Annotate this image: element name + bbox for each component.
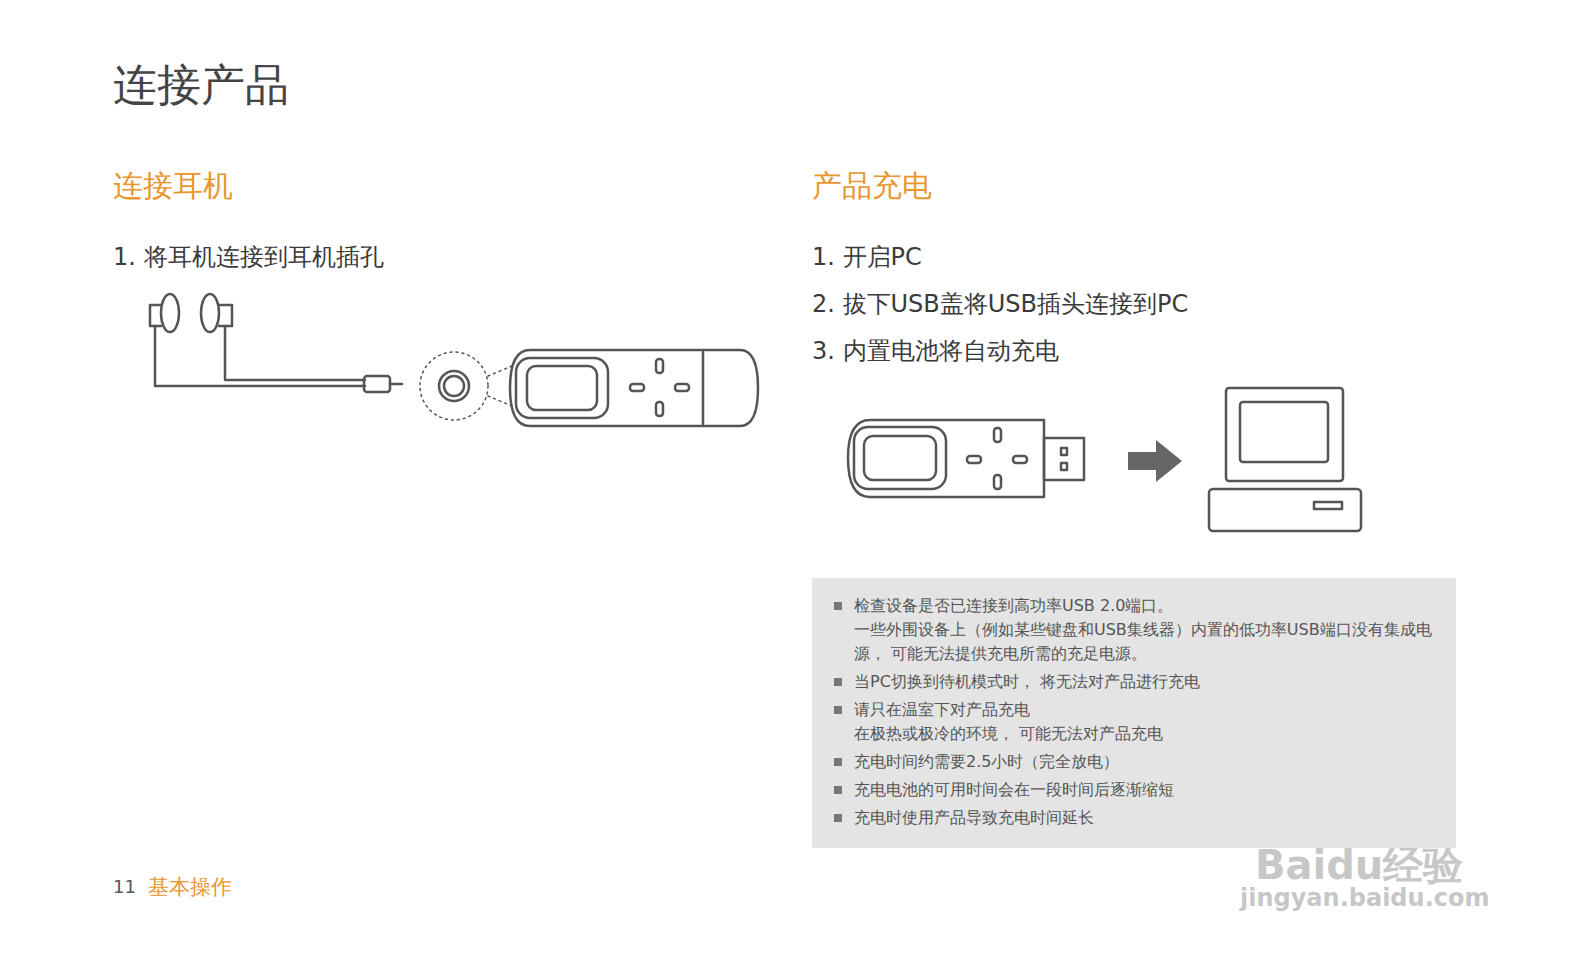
section-heading: 连接耳机: [113, 166, 233, 207]
step-text: 1. 开启PC: [812, 241, 922, 273]
step-text: 3. 内置电池将自动充电: [812, 335, 1059, 367]
note-text: 充电时使用产品导致充电时间延长: [854, 806, 1438, 830]
bullet-square: [834, 602, 842, 610]
note-text: 当PC切换到待机模式时， 将无法对产品进行充电: [854, 670, 1438, 694]
note-text: 充电电池的可用时间会在一段时间后逐渐缩短: [854, 778, 1438, 802]
bullet-square: [834, 758, 842, 766]
footer-section: 基本操作: [148, 873, 232, 901]
step-text: 2. 拔下USB盖将USB插头连接到PC: [812, 288, 1188, 320]
note-panel: 检查设备是否已连接到高功率USB 2.0端口。一些外围设备上（例如某些键盘和US…: [812, 578, 1456, 848]
section-heading: 产品充电: [812, 166, 932, 207]
bullet-square: [834, 786, 842, 794]
note-text: 请只在温室下对产品充电: [854, 698, 1438, 722]
headphone-jack: [420, 352, 512, 420]
arrow: [1128, 440, 1182, 482]
bullet-square: [834, 814, 842, 822]
page-number: 11: [113, 876, 136, 897]
note-text: 在极热或极冷的环境， 可能无法对产品充电: [854, 722, 1438, 746]
bullet-square: [834, 678, 842, 686]
computer: [1209, 388, 1361, 531]
usb-player: [848, 420, 1084, 497]
step-text: 1. 将耳机连接到耳机插孔: [113, 241, 384, 273]
note-text: 一些外围设备上（例如某些键盘和USB集线器）内置的低功率USB端口没有集成电源，…: [854, 618, 1438, 666]
note-text: 充电时间约需要2.5小时（完全放电）: [854, 750, 1438, 774]
mp3-player: [510, 350, 758, 426]
note-text: 检查设备是否已连接到高功率USB 2.0端口。: [854, 594, 1438, 618]
earphones: [150, 294, 402, 392]
bullet-square: [834, 706, 842, 714]
page-title: 连接产品: [113, 56, 289, 115]
watermark-url: jingyan.baidu.com: [1240, 884, 1489, 912]
